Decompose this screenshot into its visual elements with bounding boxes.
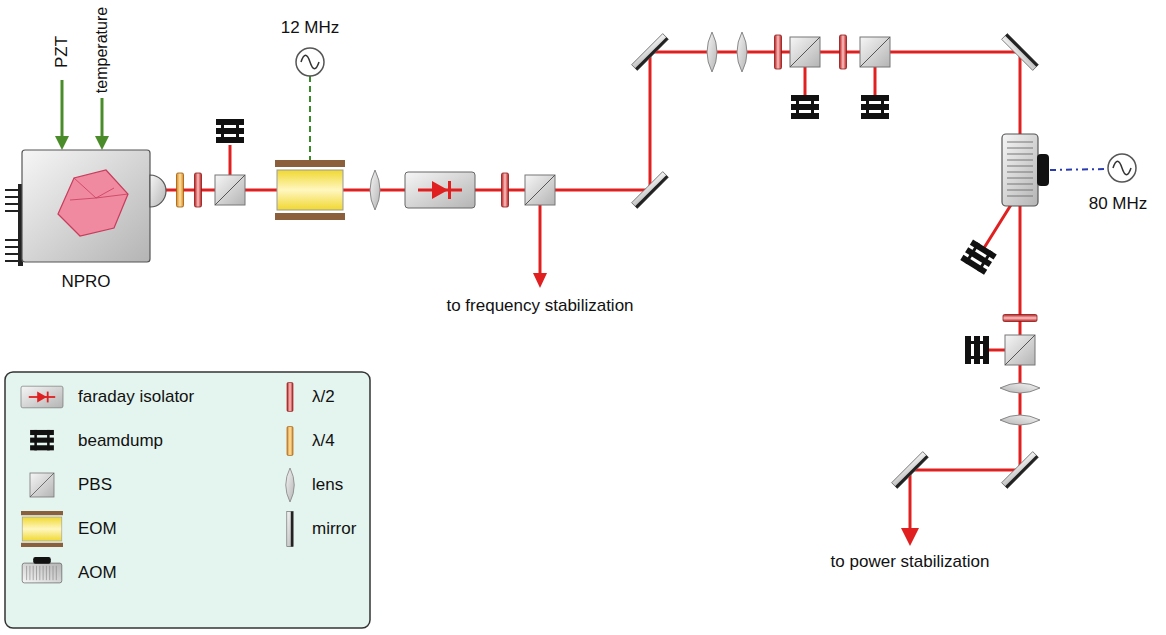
legend-label: beamdump (78, 431, 163, 451)
laser-box: NPRO (22, 150, 150, 262)
control-label: PZT (52, 36, 72, 68)
legend-label: mirror (312, 519, 356, 539)
legend-label: AOM (78, 563, 117, 583)
legend-label: EOM (78, 519, 117, 539)
node-label: NPRO (61, 272, 110, 292)
legend-label: λ/2 (312, 387, 335, 407)
legend-label: λ/4 (312, 431, 335, 451)
oscillator-circle: 12 MHz (296, 48, 324, 76)
legend-label: faraday isolator (78, 387, 194, 407)
oscillator-circle: 80 MHz (1108, 154, 1136, 182)
node-label: 80 MHz (1089, 194, 1148, 214)
legend-label: PBS (78, 475, 112, 495)
control-label: temperature (93, 7, 111, 93)
output-label: to power stabilization (831, 552, 990, 572)
legend-label: lens (312, 475, 343, 495)
node-label: 12 MHz (281, 18, 340, 38)
output-label: to frequency stabilization (446, 296, 633, 316)
